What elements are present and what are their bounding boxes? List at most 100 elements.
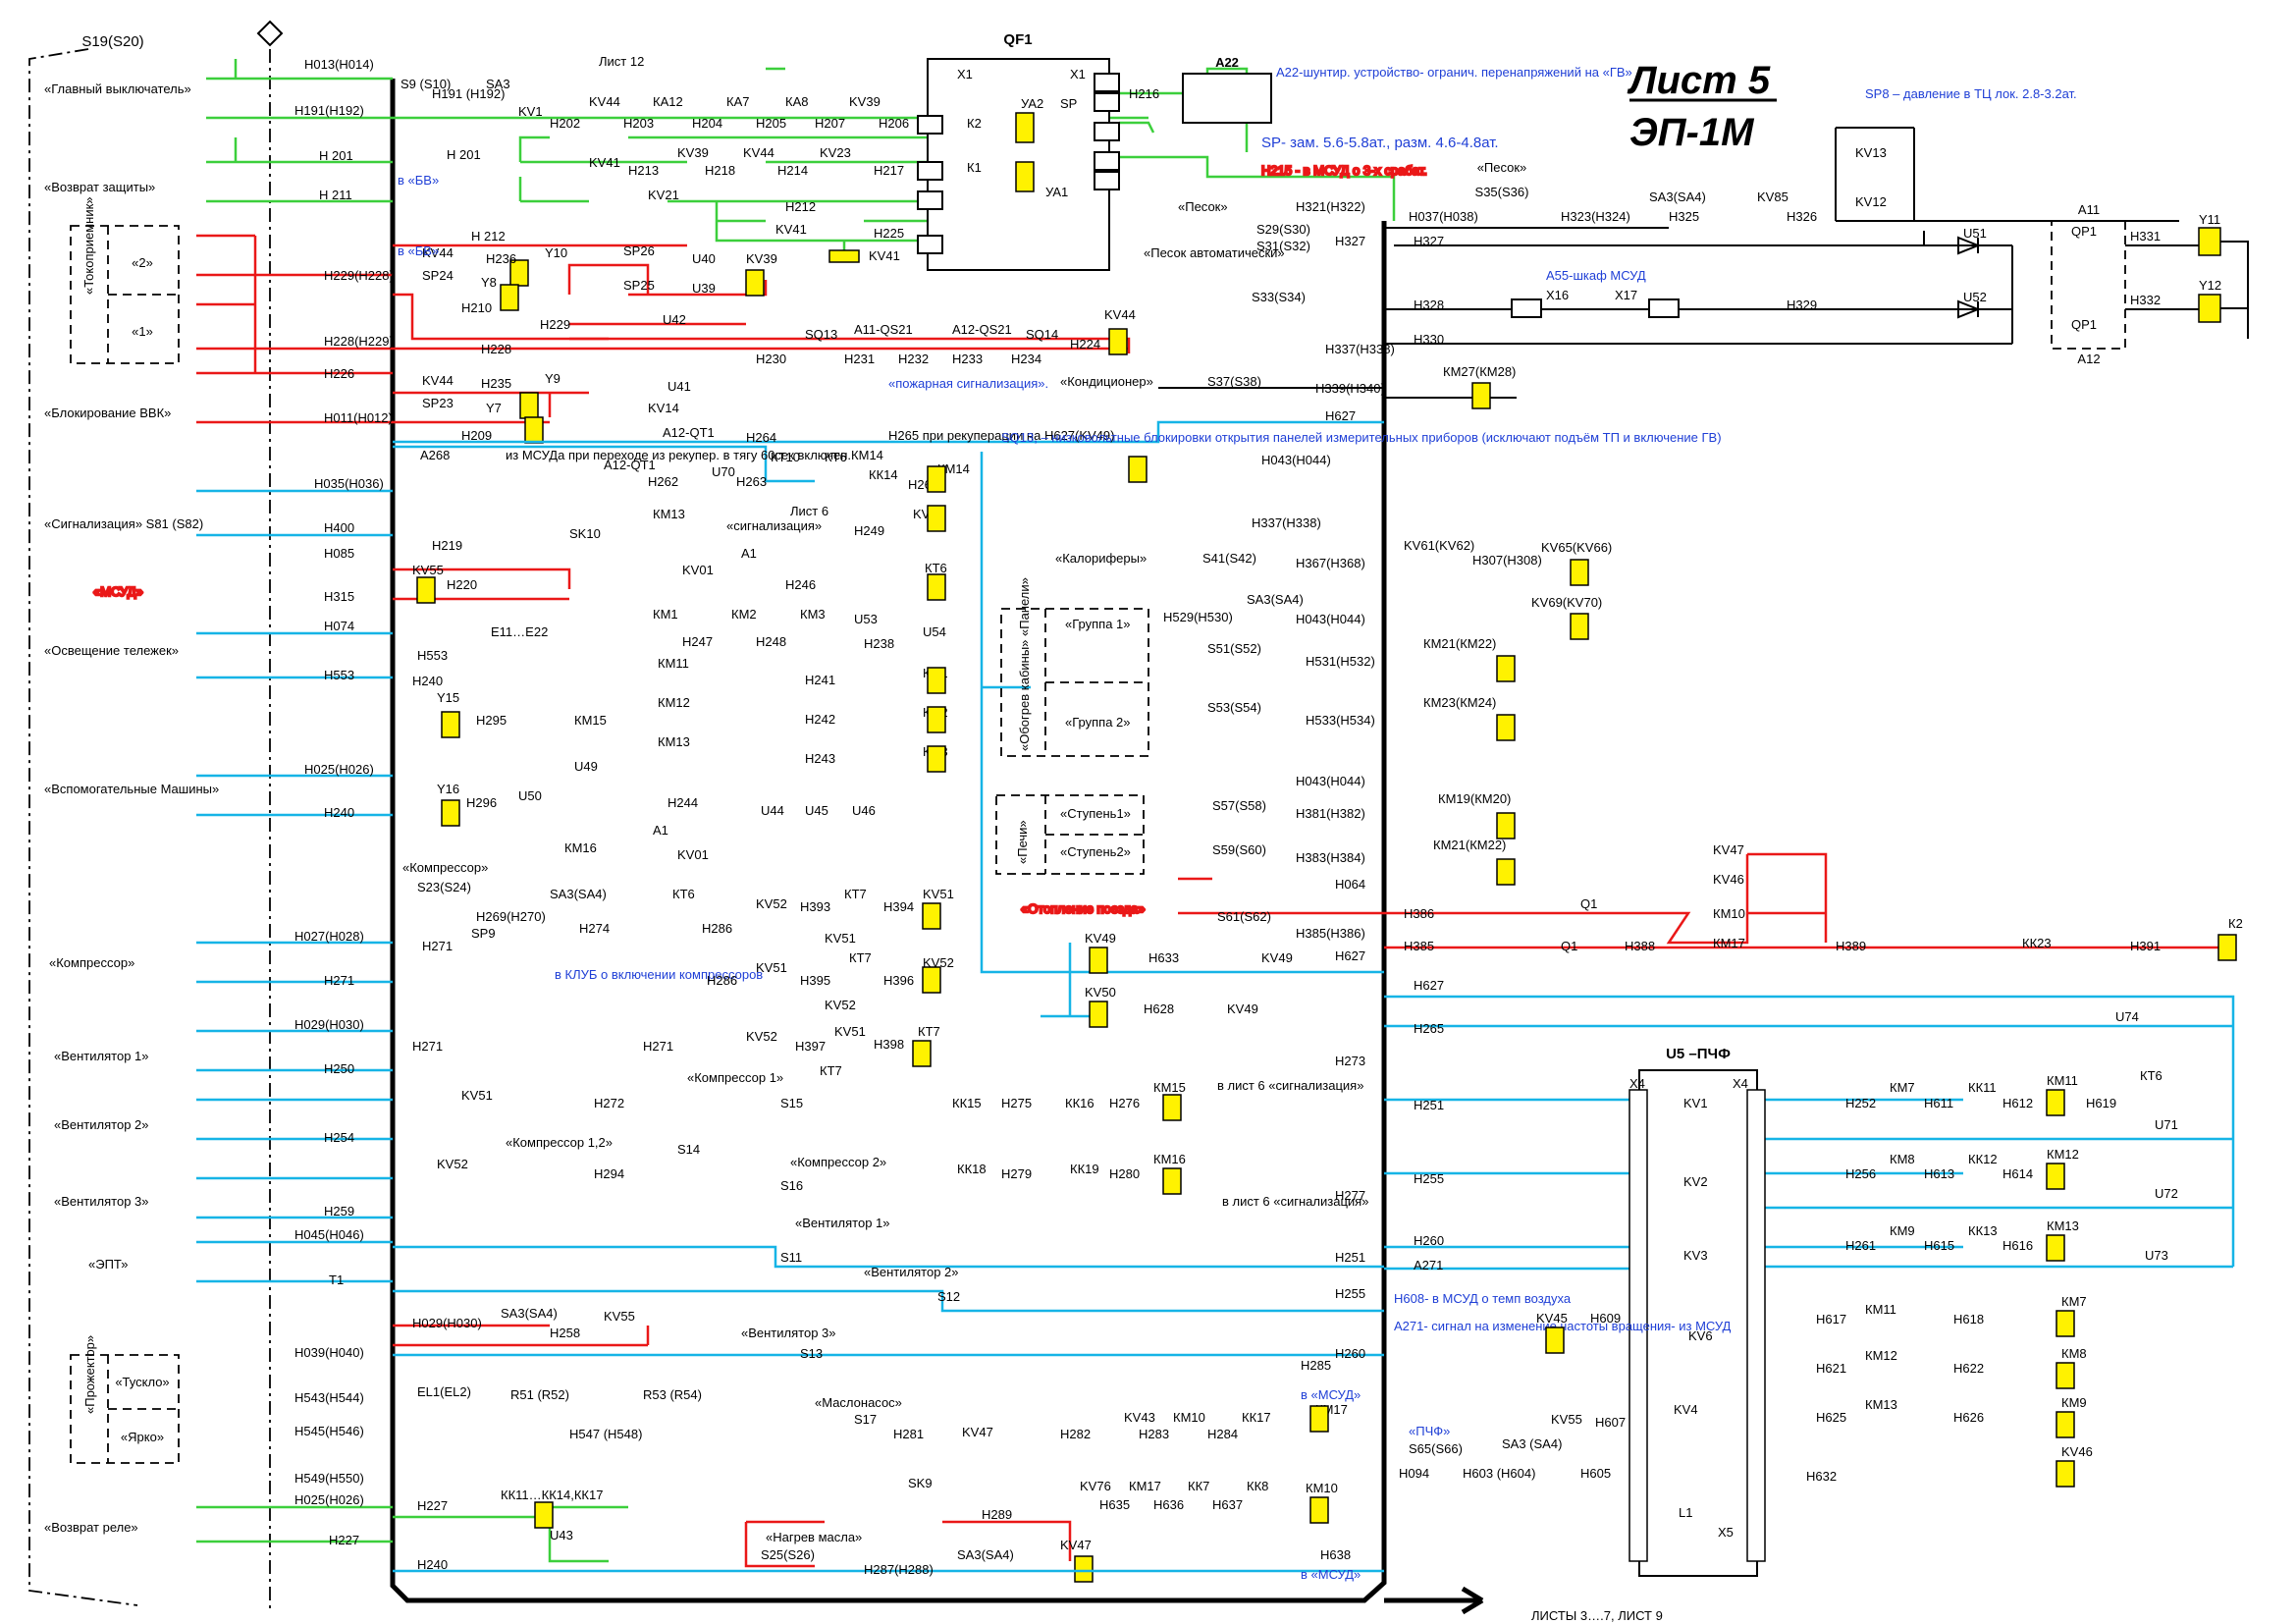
svg-text:Н616: Н616 — [2002, 1238, 2033, 1253]
svg-text:Q1: Q1 — [1580, 896, 1597, 911]
u5-right-labels: Н252 КМ7 Н611 КК11 Н612 КМ11 Н619 КТ6 U7… — [1806, 1009, 2178, 1484]
kv13-label: KV13 — [1855, 145, 1887, 160]
bus-top-label: S19(S20) — [81, 33, 143, 50]
svg-text:Н043(Н044): Н043(Н044) — [1296, 774, 1365, 788]
svg-text:SA3(SA4): SA3(SA4) — [550, 887, 607, 901]
u5-pchf-box — [1638, 1069, 1758, 1577]
h332-label: Н332 — [2130, 293, 2161, 307]
loco-title: ЭП-1М — [1629, 111, 1755, 154]
u5-x4-right: X4 — [1733, 1076, 1748, 1091]
svg-text:KV55: KV55 — [1551, 1412, 1582, 1427]
h218-label: Н218 — [705, 163, 735, 178]
pesok-label: «Песок» — [1477, 160, 1527, 175]
svg-text:КМ15: КМ15 — [1153, 1080, 1186, 1095]
x17-label: X17 — [1615, 288, 1637, 302]
svg-text:S51(S52): S51(S52) — [1207, 641, 1261, 656]
svg-text:S15: S15 — [780, 1096, 803, 1110]
u51-label: U51 — [1963, 226, 1987, 241]
y7-label: Y7 — [486, 401, 502, 415]
left-switch-labels: «Главный выключатель» «Возврат защиты» «… — [44, 81, 219, 1535]
svg-text:КМ10: КМ10 — [1713, 906, 1745, 921]
main-bus — [390, 79, 1387, 1603]
h330-label: Н330 — [1414, 332, 1444, 347]
kv39b: KV39 — [677, 145, 709, 160]
wire-h191: Н191(Н192) — [294, 103, 364, 118]
svg-text:KV52: KV52 — [756, 896, 787, 911]
svg-text:КМ8: КМ8 — [2061, 1346, 2087, 1361]
sheet12-ref: Лист 12 — [599, 54, 644, 69]
sa3-sa4-top: SA3(SA4) — [1649, 189, 1706, 204]
a12qs-label: А12-QS21 — [952, 322, 1012, 337]
svg-text:Q1: Q1 — [1561, 939, 1577, 953]
svg-text:А1: А1 — [741, 546, 757, 561]
s37-label: S37(S38) — [1207, 374, 1261, 389]
label-fan3: «Вентилятор 3» — [54, 1194, 149, 1209]
svg-text:А271- сигнал на изменение част: А271- сигнал на изменение частоты вращен… — [1394, 1319, 1732, 1333]
cyan-circuit — [196, 420, 2235, 1573]
svg-text:КМ7: КМ7 — [2061, 1294, 2087, 1309]
svg-text:Н279: Н279 — [1001, 1166, 1032, 1181]
control-panel-boundary — [28, 48, 138, 1606]
y8-label: Y8 — [481, 275, 497, 290]
label-aux-machines: «Вспомогательные Машины» — [44, 782, 219, 796]
svg-text:SP9: SP9 — [471, 926, 496, 941]
svg-text:«Вентилятор 1»: «Вентилятор 1» — [795, 1216, 890, 1230]
wire-h035: Н035(Н036) — [314, 476, 384, 491]
svg-text:KV45: KV45 — [1536, 1311, 1568, 1326]
svg-text:KV61(KV62): KV61(KV62) — [1404, 538, 1474, 553]
svg-text:КМ21(КМ22): КМ21(КМ22) — [1433, 838, 1506, 852]
svg-text:КМ11: КМ11 — [2047, 1073, 2078, 1088]
u5-x5: X5 — [1718, 1525, 1734, 1540]
h228-label: Н228 — [481, 342, 511, 356]
y11-coil — [2198, 227, 2221, 256]
kv44b: KV44 — [743, 145, 774, 160]
label-msud: «МСУД» — [93, 584, 143, 599]
svg-text:S57(S58): S57(S58) — [1212, 798, 1266, 813]
svg-text:КК23: КК23 — [2022, 936, 2052, 950]
h209-label: Н209 — [461, 428, 492, 443]
fire-alarm-note: «пожарная сигнализация». — [888, 376, 1048, 391]
kv39-red: KV39 — [746, 251, 777, 266]
x16-label: X16 — [1546, 288, 1569, 302]
svg-text:КМ12: КМ12 — [2047, 1147, 2079, 1162]
svg-text:Н285: Н285 — [1301, 1358, 1331, 1373]
svg-text:КМ17: КМ17 — [1129, 1479, 1161, 1493]
svg-text:Н273: Н273 — [1335, 1054, 1365, 1068]
svg-text:KV51: KV51 — [923, 887, 954, 901]
h230-label: Н230 — [756, 352, 786, 366]
kv44-red: KV44 — [422, 245, 454, 260]
svg-text:КК19: КК19 — [1070, 1162, 1099, 1176]
label-main-switch: «Главный выключатель» — [44, 81, 191, 96]
stoves-label: «Печи» — [1015, 820, 1030, 864]
wire-h250: Н250 — [324, 1061, 354, 1076]
svg-text:Н383(Н384): Н383(Н384) — [1296, 850, 1365, 865]
u5-kv3: KV3 — [1683, 1248, 1708, 1263]
svg-text:Н272: Н272 — [594, 1096, 624, 1110]
svg-text:Н252: Н252 — [1845, 1096, 1876, 1110]
svg-text:Н271: Н271 — [643, 1039, 673, 1054]
svg-text:KV55: KV55 — [412, 563, 444, 577]
svg-text:SQ13, – низковольтные блокиров: SQ13, – низковольтные блокировки открыти… — [1001, 430, 1722, 445]
svg-text:Е11…Е22: Е11…Е22 — [491, 624, 548, 639]
wire-t1: Т1 — [329, 1272, 344, 1287]
bottom-labels: Н285 в «МСУД» КМ17 «Маслонасос» S17 Н281… — [417, 1358, 1361, 1582]
svg-text:KV51: KV51 — [834, 1024, 866, 1039]
svg-text:КТ6: КТ6 — [825, 450, 847, 464]
svg-text:«Группа 1»: «Группа 1» — [1065, 617, 1131, 631]
qf1-label: QF1 — [1003, 31, 1032, 48]
svg-text:U74: U74 — [2115, 1009, 2139, 1024]
svg-text:Н249: Н249 — [854, 523, 884, 538]
svg-text:Н611: Н611 — [1924, 1096, 1953, 1110]
svg-text:КК11…КК14,КК17: КК11…КК14,КК17 — [501, 1488, 603, 1502]
wire-h229: Н229(Н228) — [324, 268, 394, 283]
svg-text:КК8: КК8 — [1247, 1479, 1268, 1493]
stoves-box — [995, 794, 1145, 875]
u5-coils — [2046, 1089, 2075, 1488]
svg-text:SK10: SK10 — [569, 526, 601, 541]
svg-text:«Группа 2»: «Группа 2» — [1065, 715, 1131, 730]
svg-text:КМ21(КМ22): КМ21(КМ22) — [1423, 636, 1496, 651]
svg-text:U53: U53 — [854, 612, 878, 626]
svg-text:Н274: Н274 — [579, 921, 610, 936]
wire-h549: Н549(Н550) — [294, 1471, 364, 1486]
svg-text:Н248: Н248 — [756, 634, 786, 649]
